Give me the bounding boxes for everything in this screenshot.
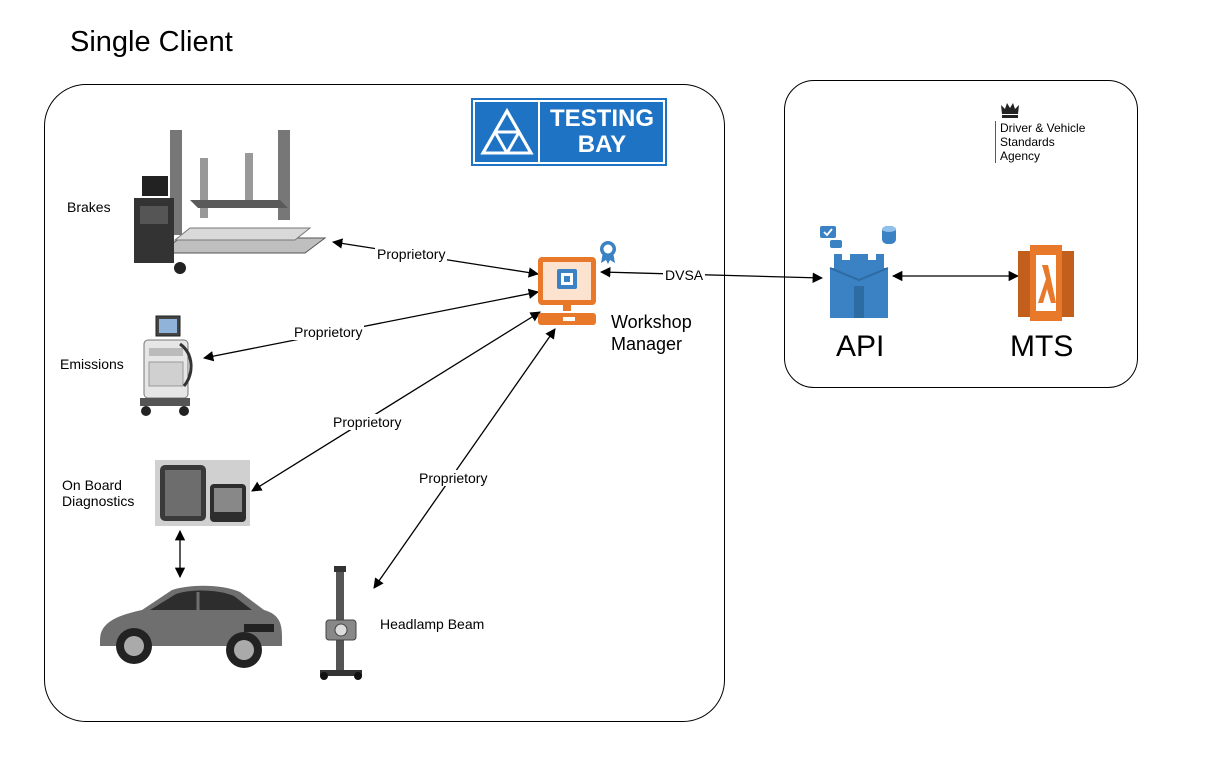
edge-emissions-line xyxy=(202,288,540,362)
diagnostics-tablet-icon xyxy=(155,460,250,526)
emissions-analyser-icon xyxy=(140,315,193,416)
car-icon xyxy=(100,585,282,668)
sign-line-1: TESTING xyxy=(549,105,654,132)
diagram-title: Single Client xyxy=(70,26,233,58)
agency-line-3: Agency xyxy=(1000,149,1041,163)
device-label-obd-1: On Board xyxy=(62,477,122,493)
service-label-mts: MTS xyxy=(1010,330,1074,363)
workshop-label-1: Workshop xyxy=(611,312,692,332)
agency-line-1: Driver & Vehicle xyxy=(1000,121,1086,135)
workshop-label-2: Manager xyxy=(611,334,683,354)
service-label-api: API xyxy=(836,330,885,363)
agency-line-2: Standards xyxy=(1000,135,1055,149)
api-gateway-icon xyxy=(820,226,896,318)
edge-label-brakes: Proprietory xyxy=(375,246,448,262)
headlamp-tester-icon xyxy=(320,566,362,680)
lambda-icon xyxy=(1018,245,1074,321)
certificate-icon xyxy=(600,241,616,264)
workshop-computer-icon xyxy=(538,257,596,325)
device-label-emissions: Emissions xyxy=(60,356,124,372)
brake-tester-icon xyxy=(134,130,327,274)
edge-headlamp-line xyxy=(373,328,556,589)
edge-label-headlamp: Proprietory xyxy=(417,470,490,486)
edge-label-emissions: Proprietory xyxy=(292,324,365,340)
edge-dvsa-line xyxy=(599,267,824,283)
crown-crest-icon xyxy=(1001,103,1019,118)
device-label-brakes: Brakes xyxy=(67,199,111,215)
edge-label-dvsa: DVSA xyxy=(663,267,706,283)
edge-label-obd: Proprietory xyxy=(331,414,404,430)
sign-line-2: BAY xyxy=(577,131,627,158)
testing-bay-sign: TESTING BAY xyxy=(471,98,667,166)
dvsa-panel xyxy=(784,80,1138,388)
device-label-headlamp: Headlamp Beam xyxy=(380,616,485,632)
dvsa-agency-name: Driver & Vehicle Standards Agency xyxy=(995,121,1085,163)
device-label-obd-2: Diagnostics xyxy=(62,493,135,509)
testing-bay-triangles-icon xyxy=(479,107,535,157)
